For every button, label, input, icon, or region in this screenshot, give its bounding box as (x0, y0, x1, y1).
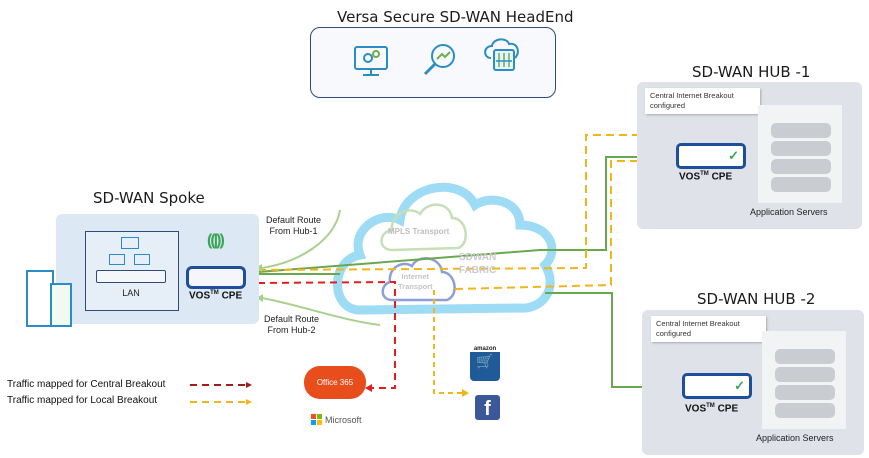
hub1-cpe-label: VOSTM CPE (679, 171, 733, 183)
mpls-transport-label: MPLS Transport (388, 227, 450, 236)
server-icon (775, 367, 835, 382)
magnifier-trend-icon (423, 44, 455, 76)
server-icon (775, 385, 835, 400)
hub1-cpe-device[interactable]: ✓ (676, 143, 746, 169)
local-breakout-path-hub1b (454, 150, 701, 290)
legend-local-label: Traffic mapped for Local Breakout (7, 395, 158, 406)
amazon-label: amazon (470, 346, 500, 352)
cloud-firewall-icon (484, 38, 519, 71)
hub2-cpe-device[interactable]: ✓ (682, 373, 752, 399)
cart-icon: 🛒 (476, 353, 494, 369)
hub1-title: SD-WAN HUB -1 (692, 63, 811, 81)
computer-icon (109, 254, 125, 265)
server-icon (775, 349, 835, 364)
microsoft-icon (311, 414, 322, 425)
internet-cloud (381, 257, 456, 302)
default-route-hub2-arrowhead (256, 294, 263, 302)
switch-icon (96, 270, 166, 283)
building-annex-icon (50, 283, 72, 327)
lan-label: LAN (122, 288, 140, 298)
legend-central-label: Traffic mapped for Central Breakout (7, 379, 166, 390)
amazon-icon[interactable]: amazon 🛒 (470, 346, 500, 381)
spoke-cpe-device[interactable] (186, 266, 246, 289)
spoke-cpe-label: VOSTM CPE (189, 290, 243, 302)
hub1-servers-label: Application Servers (750, 207, 828, 217)
headend-title: Versa Secure SD-WAN HeadEnd (337, 8, 574, 26)
local-breakout-path-internet (433, 290, 462, 394)
server-icon (771, 123, 831, 138)
local-breakout-path-hub1 (257, 134, 680, 271)
versa-logo-icon: ✓ (734, 378, 745, 393)
hub2-note: Central Internet Breakout configured (651, 316, 766, 342)
monitor-gears-icon (354, 46, 388, 76)
hub1-note: Central Internet Breakout configured (645, 88, 760, 114)
headend-box (310, 27, 556, 98)
legend-local-arrow (246, 399, 252, 405)
central-breakout-path (257, 280, 396, 389)
computer-icon (134, 254, 150, 265)
legend-central-arrow (246, 382, 252, 388)
default-route-hub1-arrow (261, 209, 341, 269)
hub2-servers-label: Application Servers (756, 433, 834, 443)
server-icon (771, 159, 831, 174)
spoke-title: SD-WAN Spoke (93, 189, 205, 207)
default-route-hub2-arrow (261, 297, 381, 326)
local-arrow-head (462, 389, 469, 397)
mpls-link-hub1 (257, 156, 680, 273)
hub2-server-rack (762, 331, 846, 429)
mpls-cloud (380, 203, 467, 252)
central-arrow-head (365, 384, 372, 392)
microsoft-label: Microsoft (325, 414, 362, 425)
hub2-cpe-label: VOSTM CPE (685, 403, 739, 415)
microsoft-logo: Microsoft (311, 414, 362, 425)
hub2-title: SD-WAN HUB -2 (697, 290, 816, 308)
wireless-icon: ((|)) (207, 232, 225, 249)
lan-box: LAN (85, 231, 179, 311)
facebook-icon[interactable]: f (475, 395, 500, 420)
office365-label: Office 365 (316, 378, 354, 387)
computer-icon (121, 237, 139, 249)
hub1-server-rack (758, 105, 842, 203)
office365-icon[interactable]: Office 365 (304, 366, 366, 399)
server-icon (771, 177, 831, 192)
server-icon (775, 403, 835, 418)
versa-logo-icon: ✓ (728, 148, 739, 163)
server-icon (771, 141, 831, 156)
